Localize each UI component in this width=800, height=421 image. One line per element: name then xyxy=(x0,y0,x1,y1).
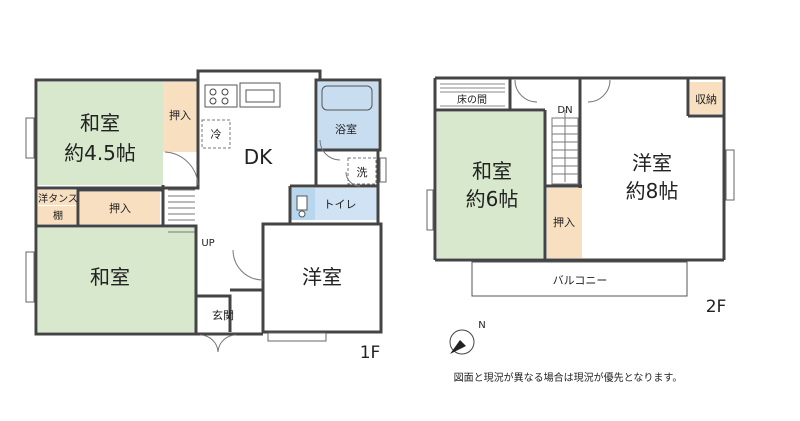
bathtub-icon xyxy=(321,85,373,111)
windows-1f xyxy=(25,117,387,342)
washitsu45-size: 約4.5帖 xyxy=(64,141,136,165)
washitsu-label: 和室 xyxy=(90,265,130,289)
shuno-label: 収納 xyxy=(695,93,717,106)
room-washitsu-45 xyxy=(38,82,163,185)
compass-icon: N xyxy=(449,320,486,355)
storage-shuno xyxy=(690,82,722,114)
washitsu6-size: 約6帖 xyxy=(466,187,519,211)
room-yoshitsu xyxy=(265,225,380,330)
yoshitsu8-size: 約8帖 xyxy=(626,179,679,203)
oshiire-2f-label: 押入 xyxy=(553,215,575,229)
wardrobe-label: 洋タンス xyxy=(38,192,78,205)
genkan-label: 玄関 xyxy=(212,308,234,322)
shelf-label: 棚 xyxy=(53,209,63,222)
toilet-label: トイレ xyxy=(324,198,357,211)
shelf xyxy=(38,206,78,224)
stove-icon xyxy=(204,84,238,108)
floor-2f-label: 2F xyxy=(706,297,727,317)
wardrobe xyxy=(38,190,78,205)
bath-label: 浴室 xyxy=(335,122,357,136)
dk-label: DK xyxy=(244,145,273,169)
floor-1f: 和室 約4.5帖 押入 DK 冷 浴室 洗 洋タンス 棚 押入 トイレ UP 和… xyxy=(25,69,387,363)
fridge-label: 冷 xyxy=(211,128,222,141)
disclaimer-note: 図面と現況が異なる場合は現況が優先となります。 xyxy=(454,371,683,384)
walls-1f xyxy=(34,69,383,336)
stairs-2f xyxy=(551,110,579,185)
closet-oshiire-2f xyxy=(547,188,582,258)
fridge-space xyxy=(201,119,231,149)
washer-space xyxy=(347,157,377,185)
room-washitsu xyxy=(38,228,195,332)
tokonoma-hatch xyxy=(440,83,505,107)
balcony xyxy=(471,261,688,297)
oshiire-mid-label: 押入 xyxy=(109,201,131,215)
balcony-label: バルコニー xyxy=(553,274,608,287)
tokonoma xyxy=(437,80,507,110)
compass-letter: N xyxy=(478,320,485,331)
windows-2f xyxy=(426,149,735,231)
yoshitsu8-name: 洋室 xyxy=(632,151,672,175)
walls-2f xyxy=(433,76,726,262)
kitchen-sink-icon xyxy=(239,82,281,108)
washitsu6-name: 和室 xyxy=(472,159,512,183)
room-washitsu-6 xyxy=(437,112,545,258)
up-label: UP xyxy=(201,238,214,249)
doors-2f xyxy=(514,79,611,103)
closet-oshiire-mid xyxy=(80,192,160,224)
washitsu45-name: 和室 xyxy=(80,111,120,135)
wash-label: 洗 xyxy=(357,166,368,179)
floor-2f: 床の間 DN 和室 約6帖 押入 洋室 約8帖 収納 バルコニー 2F xyxy=(426,76,735,317)
toilet-icon xyxy=(296,195,308,218)
closet-oshiire-top xyxy=(163,82,198,152)
doors-1f xyxy=(164,139,361,353)
yoshitsu-label: 洋室 xyxy=(302,265,342,289)
tokonoma-label: 床の間 xyxy=(457,93,487,106)
oshiire-top-label: 押入 xyxy=(169,108,191,122)
dn-label: DN xyxy=(557,105,572,116)
floor-1f-label: 1F xyxy=(360,343,381,363)
